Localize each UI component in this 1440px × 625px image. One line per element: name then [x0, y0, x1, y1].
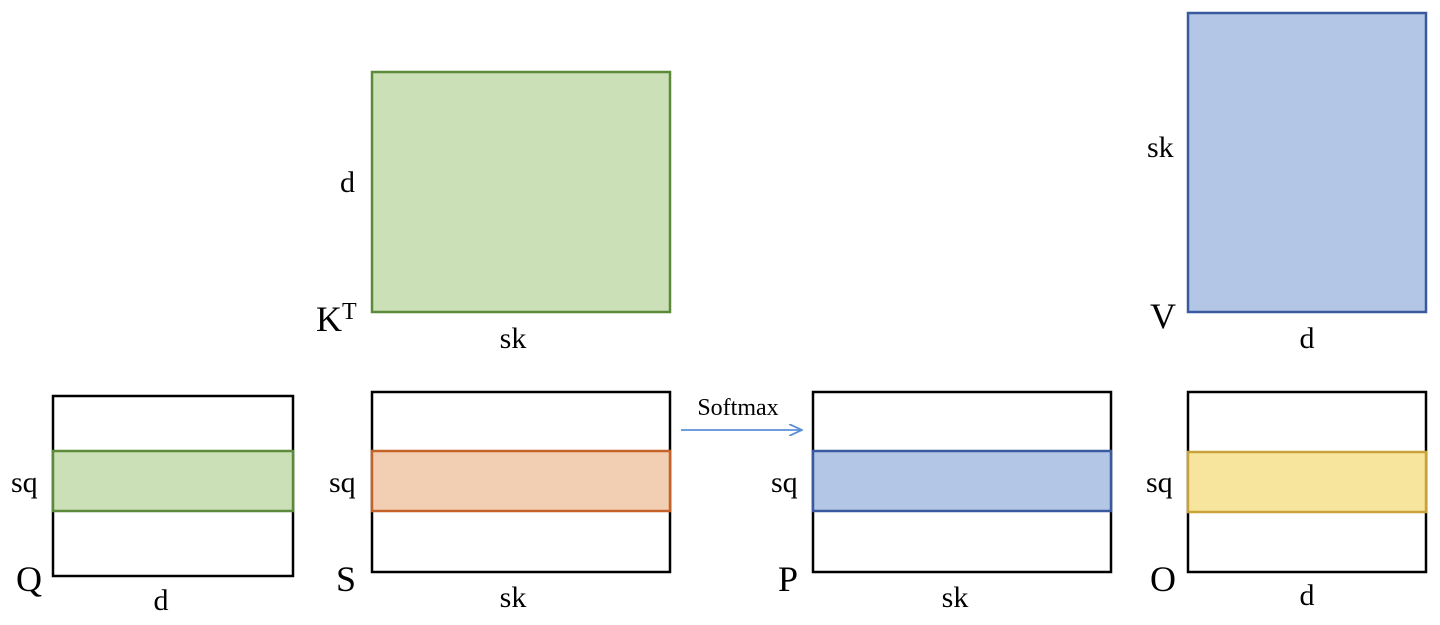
v-col-dim-label: d	[1300, 322, 1315, 355]
p-matrix: sq sk P	[771, 390, 1113, 614]
v-row-dim-label: sk	[1147, 131, 1174, 164]
v-name-label: V	[1150, 296, 1176, 336]
kt-name: K	[316, 299, 342, 339]
kt-row-dim-label: d	[340, 166, 355, 199]
o-col-dim-label: d	[1300, 579, 1315, 612]
o-row-band	[1186, 450, 1428, 514]
kt-superscript: T	[342, 299, 357, 325]
p-row-dim-label: sq	[771, 466, 798, 499]
p-col-dim-label: sk	[942, 581, 969, 614]
softmax-label: Softmax	[697, 395, 778, 421]
s-row-band	[370, 449, 672, 513]
q-name-label: Q	[16, 559, 42, 599]
p-row-band	[811, 449, 1113, 513]
softmax-arrow: Softmax	[681, 395, 801, 430]
p-name-label: P	[778, 559, 798, 599]
q-matrix: sq d Q	[11, 394, 295, 617]
kt-col-dim-label: sk	[500, 322, 527, 355]
kt-name-label: KT	[316, 299, 357, 339]
s-row-dim-label: sq	[329, 466, 356, 499]
kt-matrix: d sk KT	[316, 70, 672, 355]
q-col-dim-label: d	[154, 584, 169, 617]
q-row-dim-label: sq	[11, 466, 38, 499]
s-name-label: S	[336, 559, 356, 599]
s-matrix: sq sk S	[329, 390, 672, 614]
q-row-band	[51, 449, 295, 513]
o-row-dim-label: sq	[1146, 466, 1173, 499]
o-matrix: sq d O	[1146, 390, 1428, 612]
s-col-dim-label: sk	[500, 581, 527, 614]
v-matrix-rect	[1186, 11, 1428, 314]
kt-matrix-rect	[370, 70, 672, 314]
o-name-label: O	[1150, 559, 1176, 599]
v-matrix: sk d V	[1147, 11, 1428, 355]
